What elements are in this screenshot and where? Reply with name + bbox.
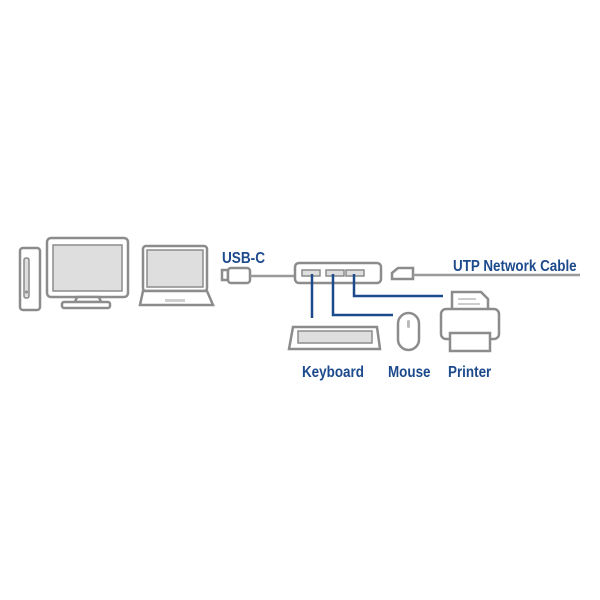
printer-label: Printer	[448, 364, 492, 381]
keyboard-label: Keyboard	[302, 364, 364, 381]
mouse-label: Mouse	[388, 364, 431, 381]
desktop-tower-icon	[18, 246, 42, 312]
usb-hub-icon	[293, 261, 383, 285]
utp-network-cable-label: UTP Network Cable	[453, 258, 577, 275]
keyboard-icon	[287, 325, 382, 351]
printer-icon	[439, 290, 501, 353]
ethernet-cable	[390, 266, 580, 281]
usb-c-cable	[220, 266, 295, 285]
usb-c-label: USB-C	[222, 250, 265, 267]
laptop-icon	[138, 244, 215, 307]
connector-lines	[310, 274, 443, 318]
mouse-icon	[396, 311, 421, 352]
monitor-icon	[45, 236, 130, 310]
